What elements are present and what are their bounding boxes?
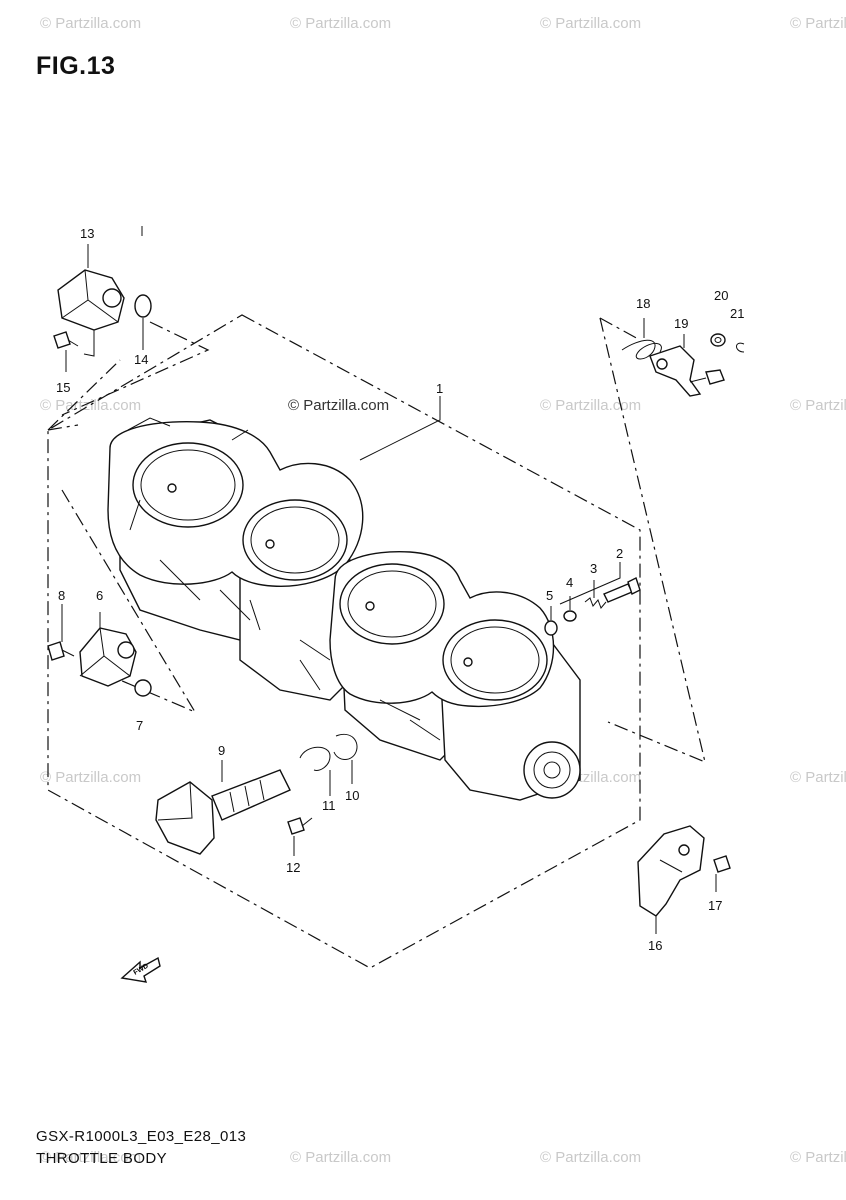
part-21-clip	[736, 342, 745, 353]
part-14-o-ring	[134, 294, 152, 318]
part-17-screw	[713, 855, 731, 892]
part-11-clip	[299, 746, 331, 771]
callout-12: 12	[286, 860, 300, 875]
callout-16: 16	[648, 938, 662, 953]
callout-6: 6	[96, 588, 103, 603]
watermark: © Partzilla.com	[540, 397, 641, 414]
callout-14: 14	[134, 352, 148, 367]
part-3-screw	[603, 577, 641, 603]
callout-4: 4	[566, 575, 573, 590]
callout-19: 19	[674, 316, 688, 331]
part-4-washer	[563, 610, 577, 622]
part-16-bracket	[637, 825, 705, 934]
part-15-screw	[53, 331, 79, 372]
callout-10: 10	[345, 788, 359, 803]
leader-lines	[87, 226, 621, 605]
figure-title: FIG.13	[36, 52, 116, 80]
diagram-name: THROTTLE BODY	[36, 1150, 168, 1167]
callout-1: 1	[436, 381, 443, 396]
watermark: © Partzilla.com	[40, 769, 141, 786]
part-5-o-ring	[544, 620, 558, 636]
watermark: © Partzilla.com	[790, 15, 846, 32]
watermark: © Partzilla.com	[540, 1149, 641, 1166]
callout-7: 7	[136, 718, 143, 733]
watermark: © Partzilla.com	[290, 1149, 391, 1166]
watermark: © Partzilla.com	[790, 769, 846, 786]
callout-21: 21	[730, 306, 744, 321]
callout-15: 15	[56, 380, 70, 395]
part-10-o-ring	[333, 734, 358, 760]
watermark: © Partzilla.com	[40, 397, 141, 414]
callout-18: 18	[636, 296, 650, 311]
throttle-body-assembly	[107, 417, 581, 801]
center-watermark: © Partzilla.com	[288, 397, 389, 414]
watermark: © Partzilla.com	[540, 15, 641, 32]
callout-9: 9	[218, 743, 225, 758]
part-18-spring	[621, 318, 662, 360]
callout-20: 20	[714, 288, 728, 303]
callout-17: 17	[708, 898, 722, 913]
watermark: © Partzilla.com	[790, 1149, 846, 1166]
part-7-o-ring	[134, 679, 152, 697]
watermark: © Partzilla.com	[790, 397, 846, 414]
part-19-screw	[705, 369, 725, 385]
callout-5: 5	[546, 588, 553, 603]
watermark: © Partzilla.com	[290, 15, 391, 32]
part-12-screw	[287, 817, 313, 856]
callouts: 1 2 3 4 5 6 7 8 9 10 11 12 13 14 15 16 1…	[56, 226, 744, 953]
part-9-sensor	[155, 760, 291, 855]
callout-2: 2	[616, 546, 623, 561]
assembly-outline	[47, 314, 706, 969]
part-3-spring	[584, 597, 607, 609]
watermark: © Partzilla.com	[40, 1149, 141, 1166]
callout-3: 3	[590, 561, 597, 576]
part-13-sensor	[57, 269, 125, 357]
part-19-lever	[649, 334, 702, 397]
part-20-washer	[710, 333, 726, 347]
front-arrow: FWD	[120, 956, 161, 983]
callout-8: 8	[58, 588, 65, 603]
part-6-sensor	[79, 627, 137, 687]
watermark: © Partzilla.com	[40, 15, 141, 32]
callout-11: 11	[322, 798, 336, 813]
part-8-screw	[47, 641, 75, 661]
callout-13: 13	[80, 226, 94, 241]
diagram-code: GSX-R1000L3_E03_E28_013	[36, 1128, 247, 1145]
